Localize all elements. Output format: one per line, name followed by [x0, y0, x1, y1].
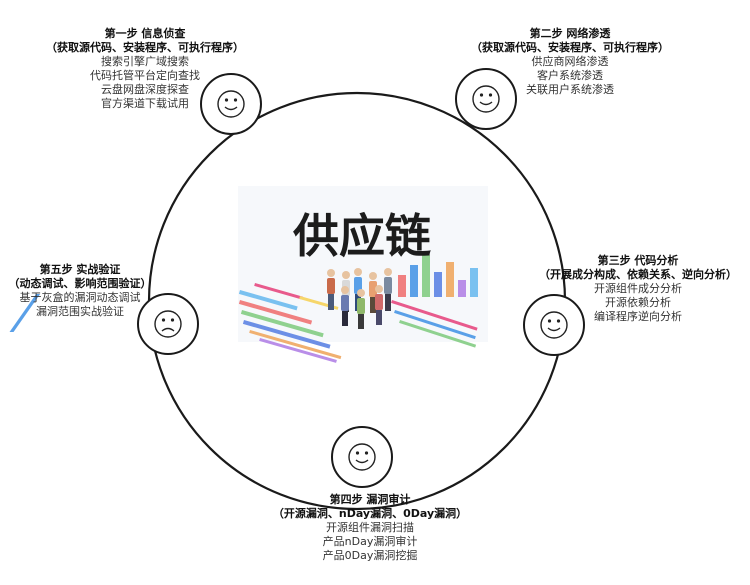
step-title: 第五步 实战验证	[39, 263, 121, 276]
step-2-text: 第二步 网络渗透 （获取源代码、安装程序、可执行程序） 供应商网络渗透 客户系统…	[455, 27, 685, 97]
smile-face-icon	[540, 311, 568, 339]
step-subtitle: （动态调试、影响范围验证）	[8, 277, 152, 290]
colored-stripes-left	[238, 283, 342, 363]
smile-face-icon	[348, 443, 376, 471]
step-item: 官方渠道下载试用	[101, 97, 189, 110]
step-item: 产品0Day漏洞挖掘	[322, 549, 418, 562]
step-title: 第四步 漏洞审计	[329, 493, 411, 506]
step-title: 第二步 网络渗透	[529, 27, 611, 40]
step-item: 开源依赖分析	[605, 296, 671, 309]
bar-graphic-right	[391, 255, 478, 348]
step-node-5	[137, 293, 199, 355]
step-1-text: 第一步 信息侦查 （获取源代码、安装程序、可执行程序） 搜索引擎广域搜索 代码托…	[30, 27, 260, 111]
step-node-3	[523, 294, 585, 356]
step-item: 搜索引擎广域搜索	[101, 55, 189, 68]
step-4-text: 第四步 漏洞审计 （开源漏洞、nDay漏洞、0Day漏洞） 开源组件漏洞扫描 产…	[255, 493, 485, 563]
step-node-1	[200, 73, 262, 135]
step-item: 开源组件漏洞扫描	[326, 521, 414, 534]
step-item: 客户系统渗透	[537, 69, 603, 82]
step-subtitle: （获取源代码、安装程序、可执行程序）	[471, 41, 669, 54]
people-figures	[327, 268, 392, 329]
center-label: 供应链	[293, 209, 431, 263]
step-item: 供应商网络渗透	[531, 55, 609, 68]
step-item: 产品nDay漏洞审计	[322, 535, 418, 548]
bar-graphic-left	[9, 294, 41, 332]
step-title: 第一步 信息侦查	[104, 27, 186, 40]
step-3-text: 第三步 代码分析 （开展成分构成、依赖关系、逆向分析） 开源组件成分分析 开源依…	[528, 254, 748, 324]
step-item: 漏洞范围实战验证	[36, 305, 124, 318]
step-title: 第三步 代码分析	[597, 254, 679, 267]
step-node-2	[455, 68, 517, 130]
step-item: 云盘网盘深度探查	[101, 83, 189, 96]
step-node-4	[331, 426, 393, 488]
step-item: 关联用户系统渗透	[526, 83, 614, 96]
step-item: 代码托管平台定向查找	[90, 69, 200, 82]
smile-face-icon	[217, 90, 245, 118]
smile-face-icon	[472, 85, 500, 113]
step-5-text: 第五步 实战验证 （动态调试、影响范围验证） 基于灰盒的漏洞动态调试 漏洞范围实…	[0, 263, 160, 319]
step-item: 开源组件成分分析	[594, 282, 682, 295]
center-illustration: 供应链	[9, 186, 488, 363]
step-subtitle: （获取源代码、安装程序、可执行程序）	[46, 41, 244, 54]
frown-face-icon	[154, 310, 182, 338]
step-subtitle: （开展成分构成、依赖关系、逆向分析）	[539, 268, 737, 281]
step-item: 基于灰盒的漏洞动态调试	[19, 291, 141, 304]
step-subtitle: （开源漏洞、nDay漏洞、0Day漏洞）	[272, 507, 468, 520]
step-item: 编译程序逆向分析	[594, 310, 682, 323]
